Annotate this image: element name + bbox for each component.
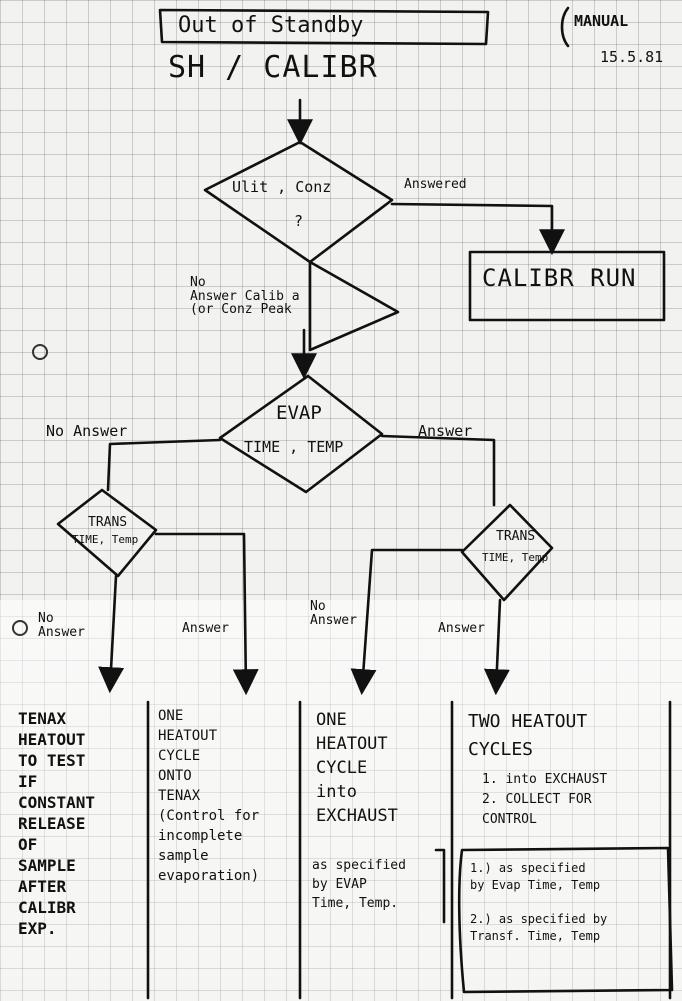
margin-hole-2 — [12, 620, 28, 636]
branch-label-a: No Answer — [38, 611, 85, 640]
outcome-col-3: ONE HEATOUT CYCLE into EXCHAUST — [316, 710, 398, 826]
diagram-subtitle: SH / CALIBR — [168, 50, 378, 85]
left-branch — [106, 438, 222, 492]
margin-hole-1 — [32, 344, 48, 360]
decision-2-line1: EVAP — [276, 402, 322, 424]
no-answer-left-label: No Answer — [46, 422, 128, 440]
outcome-col-1: TENAX HEATOUT TO TEST IF CONSTANT RELEAS… — [18, 709, 96, 938]
trans-right-line1: TRANS — [496, 529, 536, 544]
outcome-col-3-note: as specified by EVAP Time, Temp. — [312, 858, 406, 911]
calibr-run-label: CALIBR RUN — [482, 264, 637, 292]
corner-bracket — [560, 6, 570, 48]
answered-connector — [390, 202, 565, 256]
trans-left-line2: TIME, Temp — [72, 533, 139, 546]
arrow-col2 — [154, 532, 259, 696]
right-branch — [380, 434, 496, 507]
outcome-col-4-head: TWO HEATOUT CYCLES — [468, 711, 588, 760]
calibr-run-box — [468, 250, 666, 322]
decision-2-line2: TIME , TEMP — [244, 438, 344, 456]
outcome-col-2: ONE HEATOUT CYCLE ONTO TENAX (Control fo… — [158, 708, 260, 884]
arrow-col4 — [483, 598, 510, 696]
corner-label: MANUAL — [574, 12, 629, 30]
trans-left-line1: TRANS — [88, 515, 128, 530]
no-answer-triangle — [308, 260, 400, 352]
answer-right-label: Answer — [418, 422, 473, 440]
decision-2-diamond — [218, 374, 384, 494]
date-label: 15.5.81 — [600, 48, 664, 66]
arrow-col1 — [98, 574, 125, 694]
answered-label: Answered — [404, 177, 467, 192]
decision-1-question: ? — [294, 212, 304, 230]
outcome-col-4-items: 1. into EXCHAUST 2. COLLECT FOR CONTROL — [482, 772, 608, 827]
trans-right-line2: TIME, Temp — [482, 551, 549, 564]
title-box — [158, 8, 490, 46]
branch-label-b: Answer — [182, 621, 229, 636]
arrow-col3 — [350, 548, 464, 696]
trans-left-diamond — [56, 488, 158, 578]
outcome-col-4-note: 1.) as specified by Evap Time, Temp 2.) … — [470, 861, 608, 943]
decision-1-label: Ulit , Conz — [232, 178, 332, 196]
branch-label-c: No Answer — [310, 599, 357, 628]
branch-label-d: Answer — [438, 621, 485, 636]
decision-1-diamond — [203, 140, 394, 264]
diagram-title: Out of Standby — [178, 13, 364, 38]
col4-note-box — [457, 846, 674, 994]
no-answer-1-label: No Answer Calib a (or Conz Peak — [190, 275, 300, 318]
trans-right-diamond — [460, 503, 554, 602]
col3-note-bracket — [434, 848, 446, 924]
